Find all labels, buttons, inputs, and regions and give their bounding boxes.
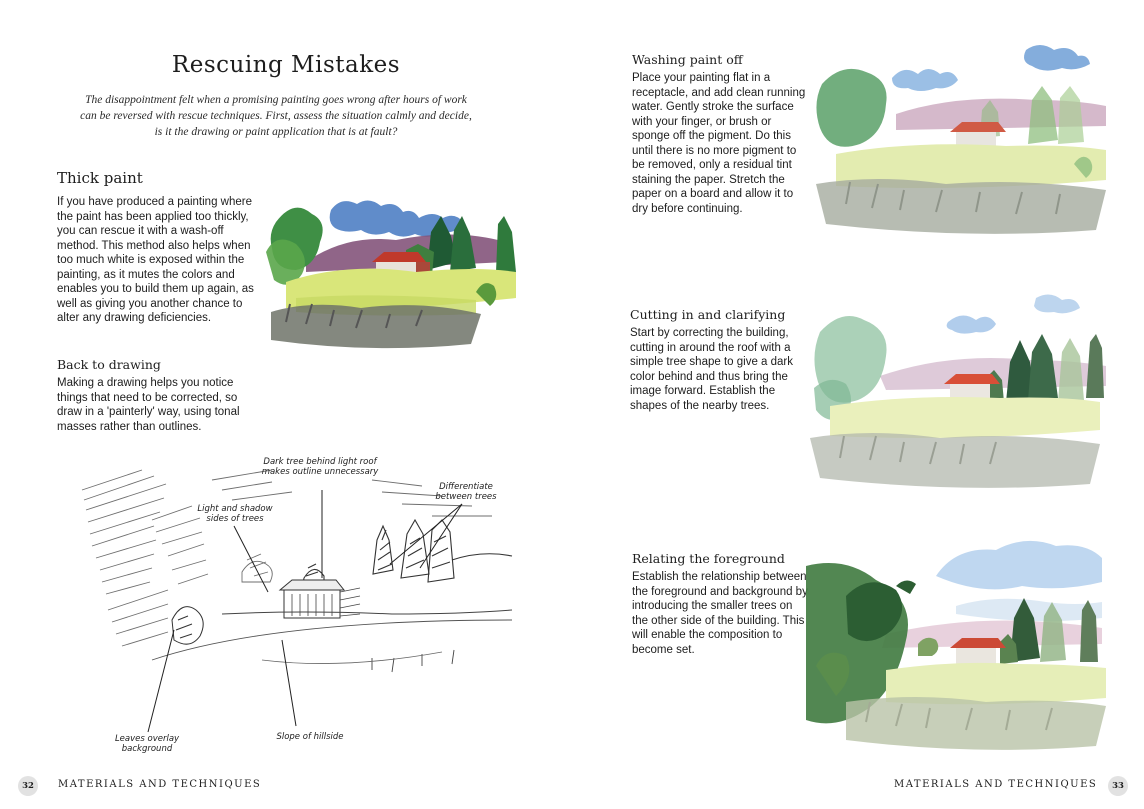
- cutting-painting: [810, 294, 1106, 488]
- left-page-number: 32: [18, 776, 38, 796]
- left-footer-label: MATERIALS AND TECHNIQUES: [58, 779, 262, 790]
- pencil-sketch: [81, 469, 513, 733]
- relating-body: Establish the relationship between the f…: [632, 571, 808, 656]
- page-title: Rescuing Mistakes: [171, 52, 401, 78]
- washed-painting: [816, 45, 1106, 234]
- washing-body: Place your painting flat in a receptacle…: [632, 72, 806, 215]
- relating-heading: Relating the foreground: [632, 551, 785, 566]
- annotation-light-shadow: Light and shadow sides of trees: [197, 504, 273, 524]
- right-page-number: 33: [1108, 776, 1128, 796]
- annotation-leaves: Leaves overlay background: [114, 734, 180, 754]
- cutting-body: Start by correcting the building, cuttin…: [630, 327, 794, 412]
- thick-paint-heading: Thick paint: [57, 169, 143, 187]
- right-footer-label: MATERIALS AND TECHNIQUES: [894, 779, 1098, 790]
- foreground-painting: [806, 540, 1106, 750]
- thick-paint-body: If you have produced a painting where th…: [57, 196, 254, 324]
- washing-heading: Washing paint off: [632, 52, 743, 67]
- cutting-heading: Cutting in and clarifying: [630, 307, 786, 322]
- annotation-dark-tree: Dark tree behind light roof makes outlin…: [261, 457, 379, 477]
- annotation-differentiate: Differentiate between trees: [435, 482, 497, 502]
- intro-paragraph: The disappointment felt when a promising…: [80, 94, 472, 138]
- annotation-slope: Slope of hillside: [276, 732, 344, 742]
- back-to-drawing-body: Making a drawing helps you notice things…: [57, 377, 240, 433]
- thick-paint-painting: [266, 200, 516, 349]
- back-to-drawing-heading: Back to drawing: [57, 357, 161, 372]
